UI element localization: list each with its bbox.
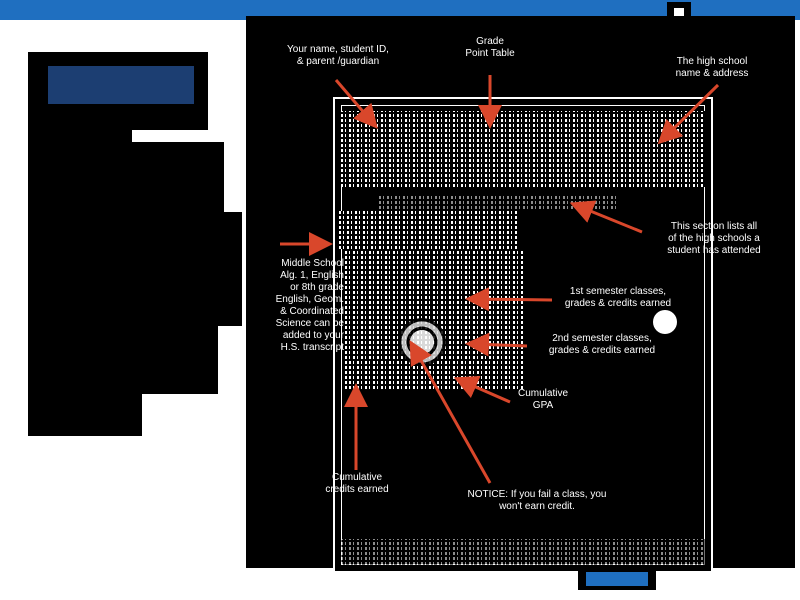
transcript-schools-list [339,211,519,249]
left-text-line [28,392,142,436]
left-text-line [28,324,218,394]
transcript-schools-row [379,195,619,209]
school-seal-icon [398,318,446,366]
transcript-header-text [341,111,705,187]
left-title-box [28,52,208,130]
left-text-line [28,142,224,214]
top-banner [0,0,800,20]
label-semester-1: 1st semester classes,grades & credits ea… [564,286,672,309]
window-tab[interactable] [667,2,691,20]
left-text-line [28,258,242,326]
transcript-document [333,97,713,573]
circle-icon [653,310,677,334]
bottom-nav-box [578,568,656,590]
bottom-nav-button[interactable] [586,572,648,586]
left-text-line [28,126,132,144]
left-text-line [28,212,242,260]
left-title-bar [48,66,194,104]
label-semester-2: 2nd semester classes,grades & credits ea… [548,333,656,356]
transcript-footer [341,539,705,565]
label-student-info: Your name, student ID,& parent /guardian [287,44,389,67]
